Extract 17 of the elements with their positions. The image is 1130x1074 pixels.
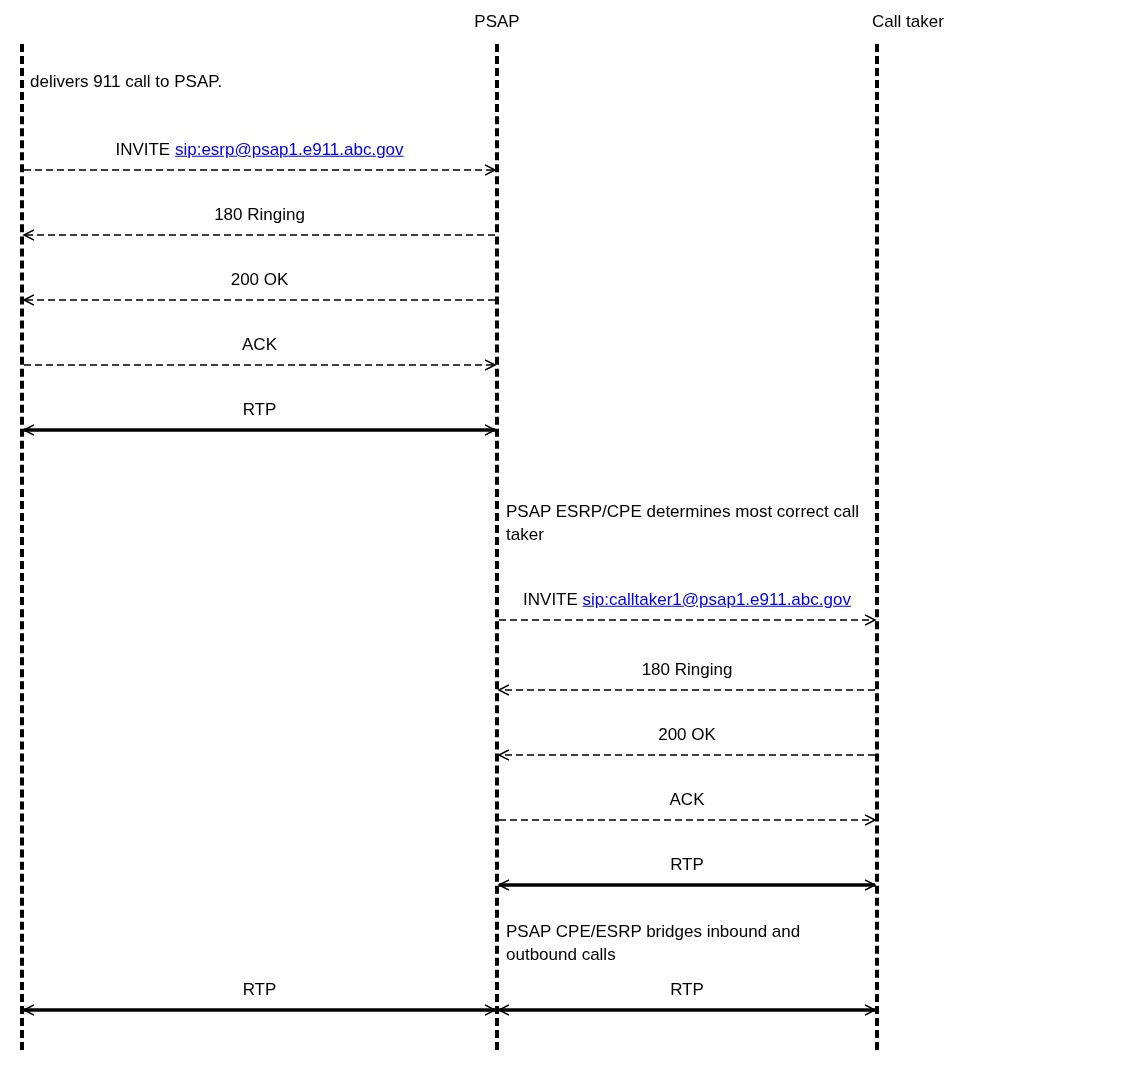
sip-link: sip:esrp@psap1.e911.abc.gov [174, 139, 404, 159]
lifeline [495, 44, 499, 1050]
message-arrow [498, 684, 876, 696]
message-arrow [498, 879, 876, 891]
message-arrow [23, 294, 496, 306]
message-arrow [498, 749, 876, 761]
message-arrow [498, 1004, 876, 1016]
message-arrow [23, 424, 496, 436]
sip-link: sip:calltaker1@psap1.e911.abc.gov [582, 589, 851, 609]
message-arrow [23, 359, 496, 371]
message-arrow [498, 614, 876, 626]
message-arrow [23, 1004, 496, 1016]
lifeline [875, 44, 879, 1050]
message-arrow [23, 164, 496, 176]
message-arrow [498, 814, 876, 826]
message-arrow [23, 229, 496, 241]
lifeline [20, 44, 24, 1050]
